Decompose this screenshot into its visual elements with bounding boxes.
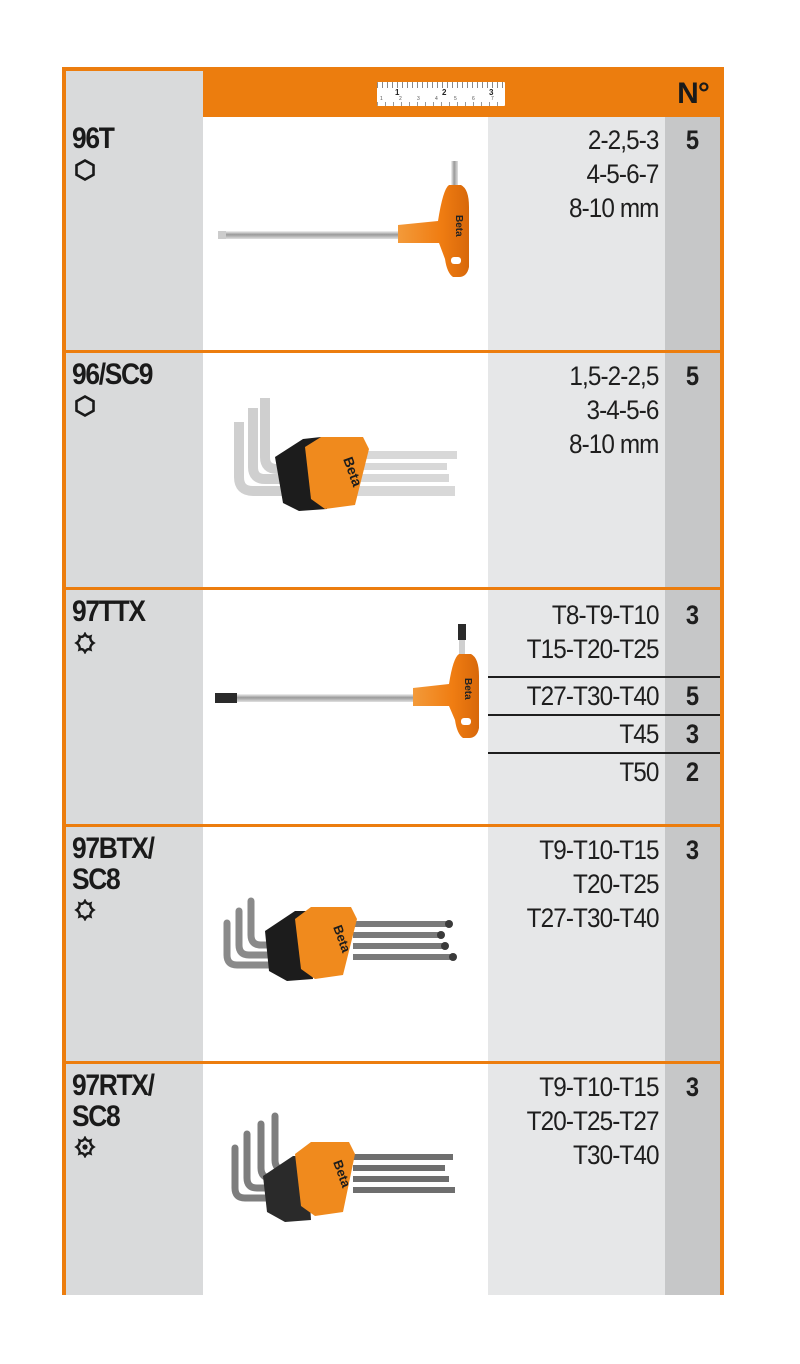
quantity-cell: 5 (665, 117, 720, 350)
torx-icon (74, 899, 96, 921)
torx-ball-key-set-image: Beta (223, 897, 457, 981)
product-table: 1 2 3 1 2 3 4 5 6 7 N° 96T (62, 67, 724, 1295)
ruler-label: 1 (395, 88, 400, 97)
quantity-value: 3 (685, 600, 700, 630)
size-line: T30-T40 (573, 1140, 659, 1170)
t-handle-hex-key-image: Beta (218, 161, 469, 277)
size-list: T9-T10-T15 T20-T25 T27-T30-T40 (527, 833, 660, 935)
tamper-torx-icon (74, 1136, 96, 1158)
sizes-cell: 2-2,5-3 4-5-6-7 8-10 mm (488, 117, 665, 350)
quantity-value: 3 (685, 835, 700, 865)
size-line: T20-T25-T27 (527, 1106, 660, 1136)
size-line: T45 (619, 719, 660, 749)
quantity-cell: 3 (665, 1064, 720, 1295)
subrow-divider (488, 714, 720, 716)
quantity-value: 5 (685, 125, 700, 155)
table-row: 96/SC9 Beta (66, 350, 720, 587)
size-line: 1,5-2-2,5 (569, 361, 660, 391)
product-image-cell: Beta (203, 117, 488, 350)
ruler-minor-label: 1 (380, 96, 383, 102)
size-line: T9-T10-T15 (539, 1072, 660, 1102)
t-handle-torx-key-image: Beta (215, 624, 479, 738)
ruler-minor-label: 5 (454, 96, 457, 102)
size-line: 8-10 mm (569, 429, 659, 459)
product-image-cell: Beta (203, 827, 488, 1061)
size-line: T9-T10-T15 (539, 835, 660, 865)
size-line: T20-T25 (573, 869, 659, 899)
product-code-line: 97RTX/ (72, 1069, 155, 1102)
quantity-value: 2 (685, 757, 700, 787)
quantity-cell: 3 (665, 827, 720, 1061)
size-list: 2-2,5-3 4-5-6-7 8-10 mm (569, 123, 659, 225)
product-image-cell: Beta (203, 353, 488, 587)
ruler-ticks-bottom (377, 102, 505, 106)
ruler-minor-label: 4 (435, 96, 438, 102)
table-row: 97BTX/ SC8 (66, 824, 720, 1061)
size-line: T27-T30-T40 (527, 681, 660, 711)
table-row: 96T (66, 117, 720, 350)
ruler-minor-label: 7 (491, 96, 494, 102)
product-code-line: SC8 (72, 1100, 121, 1133)
size-line: T8-T9-T10 (552, 600, 660, 630)
subrow-divider (488, 676, 720, 678)
size-line: 8-10 mm (569, 193, 659, 223)
svg-text:Beta: Beta (453, 215, 464, 237)
sizes-cell: T9-T10-T15 T20-T25-T27 T30-T40 (488, 1064, 665, 1295)
ruler-minor-label: 3 (417, 96, 420, 102)
size-line: 3-4-5-6 (586, 395, 660, 425)
product-image-cell: Beta (203, 590, 488, 824)
quantity-value: 5 (685, 361, 700, 391)
sizes-cell (488, 590, 665, 824)
product-code-line: SC8 (72, 863, 121, 896)
product-code-line: 97BTX/ (72, 832, 155, 865)
size-line: 2-2,5-3 (588, 125, 660, 155)
quantity-value: 5 (685, 681, 700, 711)
table-row: 97TTX Beta (66, 587, 720, 824)
tamper-torx-key-set-image: Beta (231, 1112, 455, 1222)
product-code: 97BTX/ SC8 (72, 832, 155, 896)
size-list: T9-T10-T15 T20-T25-T27 T30-T40 (527, 1070, 660, 1172)
quantity-cell: 5 (665, 353, 720, 587)
quantity-header: N° (677, 77, 710, 110)
ruler-ticks-top (377, 82, 505, 88)
quantity-value: 3 (685, 1072, 700, 1102)
table-header: 1 2 3 1 2 3 4 5 6 7 N° (66, 71, 720, 117)
sizes-cell: 1,5-2-2,5 3-4-5-6 8-10 mm (488, 353, 665, 587)
size-list: 1,5-2-2,5 3-4-5-6 8-10 mm (569, 359, 659, 461)
ruler-minor-label: 6 (472, 96, 475, 102)
code-cell: 96/SC9 (66, 353, 203, 587)
table-row: 97RTX/ SC8 (66, 1061, 720, 1295)
hex-icon (75, 159, 95, 181)
ruler-label: 3 (489, 88, 494, 97)
code-cell: 97BTX/ SC8 (66, 827, 203, 1061)
code-cell: 96T (66, 117, 203, 350)
size-line: T15-T20-T25 (527, 634, 660, 664)
quantity-value: 3 (685, 719, 700, 749)
quantity-cell (665, 590, 720, 824)
ruler-minor-label: 2 (399, 96, 402, 102)
product-code: 96T (72, 122, 115, 155)
hex-icon (75, 395, 95, 417)
header-code-cell (66, 71, 203, 117)
size-line: T50 (619, 757, 660, 787)
size-line: 4-5-6-7 (586, 159, 660, 189)
sizes-cell: T9-T10-T15 T20-T25 T27-T30-T40 (488, 827, 665, 1061)
ruler-icon: 1 2 3 1 2 3 4 5 6 7 (377, 82, 505, 106)
product-code: 97TTX (72, 595, 146, 628)
svg-text:Beta: Beta (462, 678, 473, 700)
hex-key-set-image: Beta (234, 398, 457, 511)
ruler-label: 2 (442, 88, 447, 97)
subrow-divider (488, 752, 720, 754)
code-cell: 97TTX (66, 590, 203, 824)
product-code: 96/SC9 (72, 358, 153, 391)
product-code: 97RTX/ SC8 (72, 1069, 155, 1133)
torx-icon (74, 632, 96, 654)
code-cell: 97RTX/ SC8 (66, 1064, 203, 1295)
product-image-cell: Beta (203, 1064, 488, 1295)
size-list: T8-T9-T10 T15-T20-T25 (527, 598, 660, 666)
size-line: T27-T30-T40 (527, 903, 660, 933)
